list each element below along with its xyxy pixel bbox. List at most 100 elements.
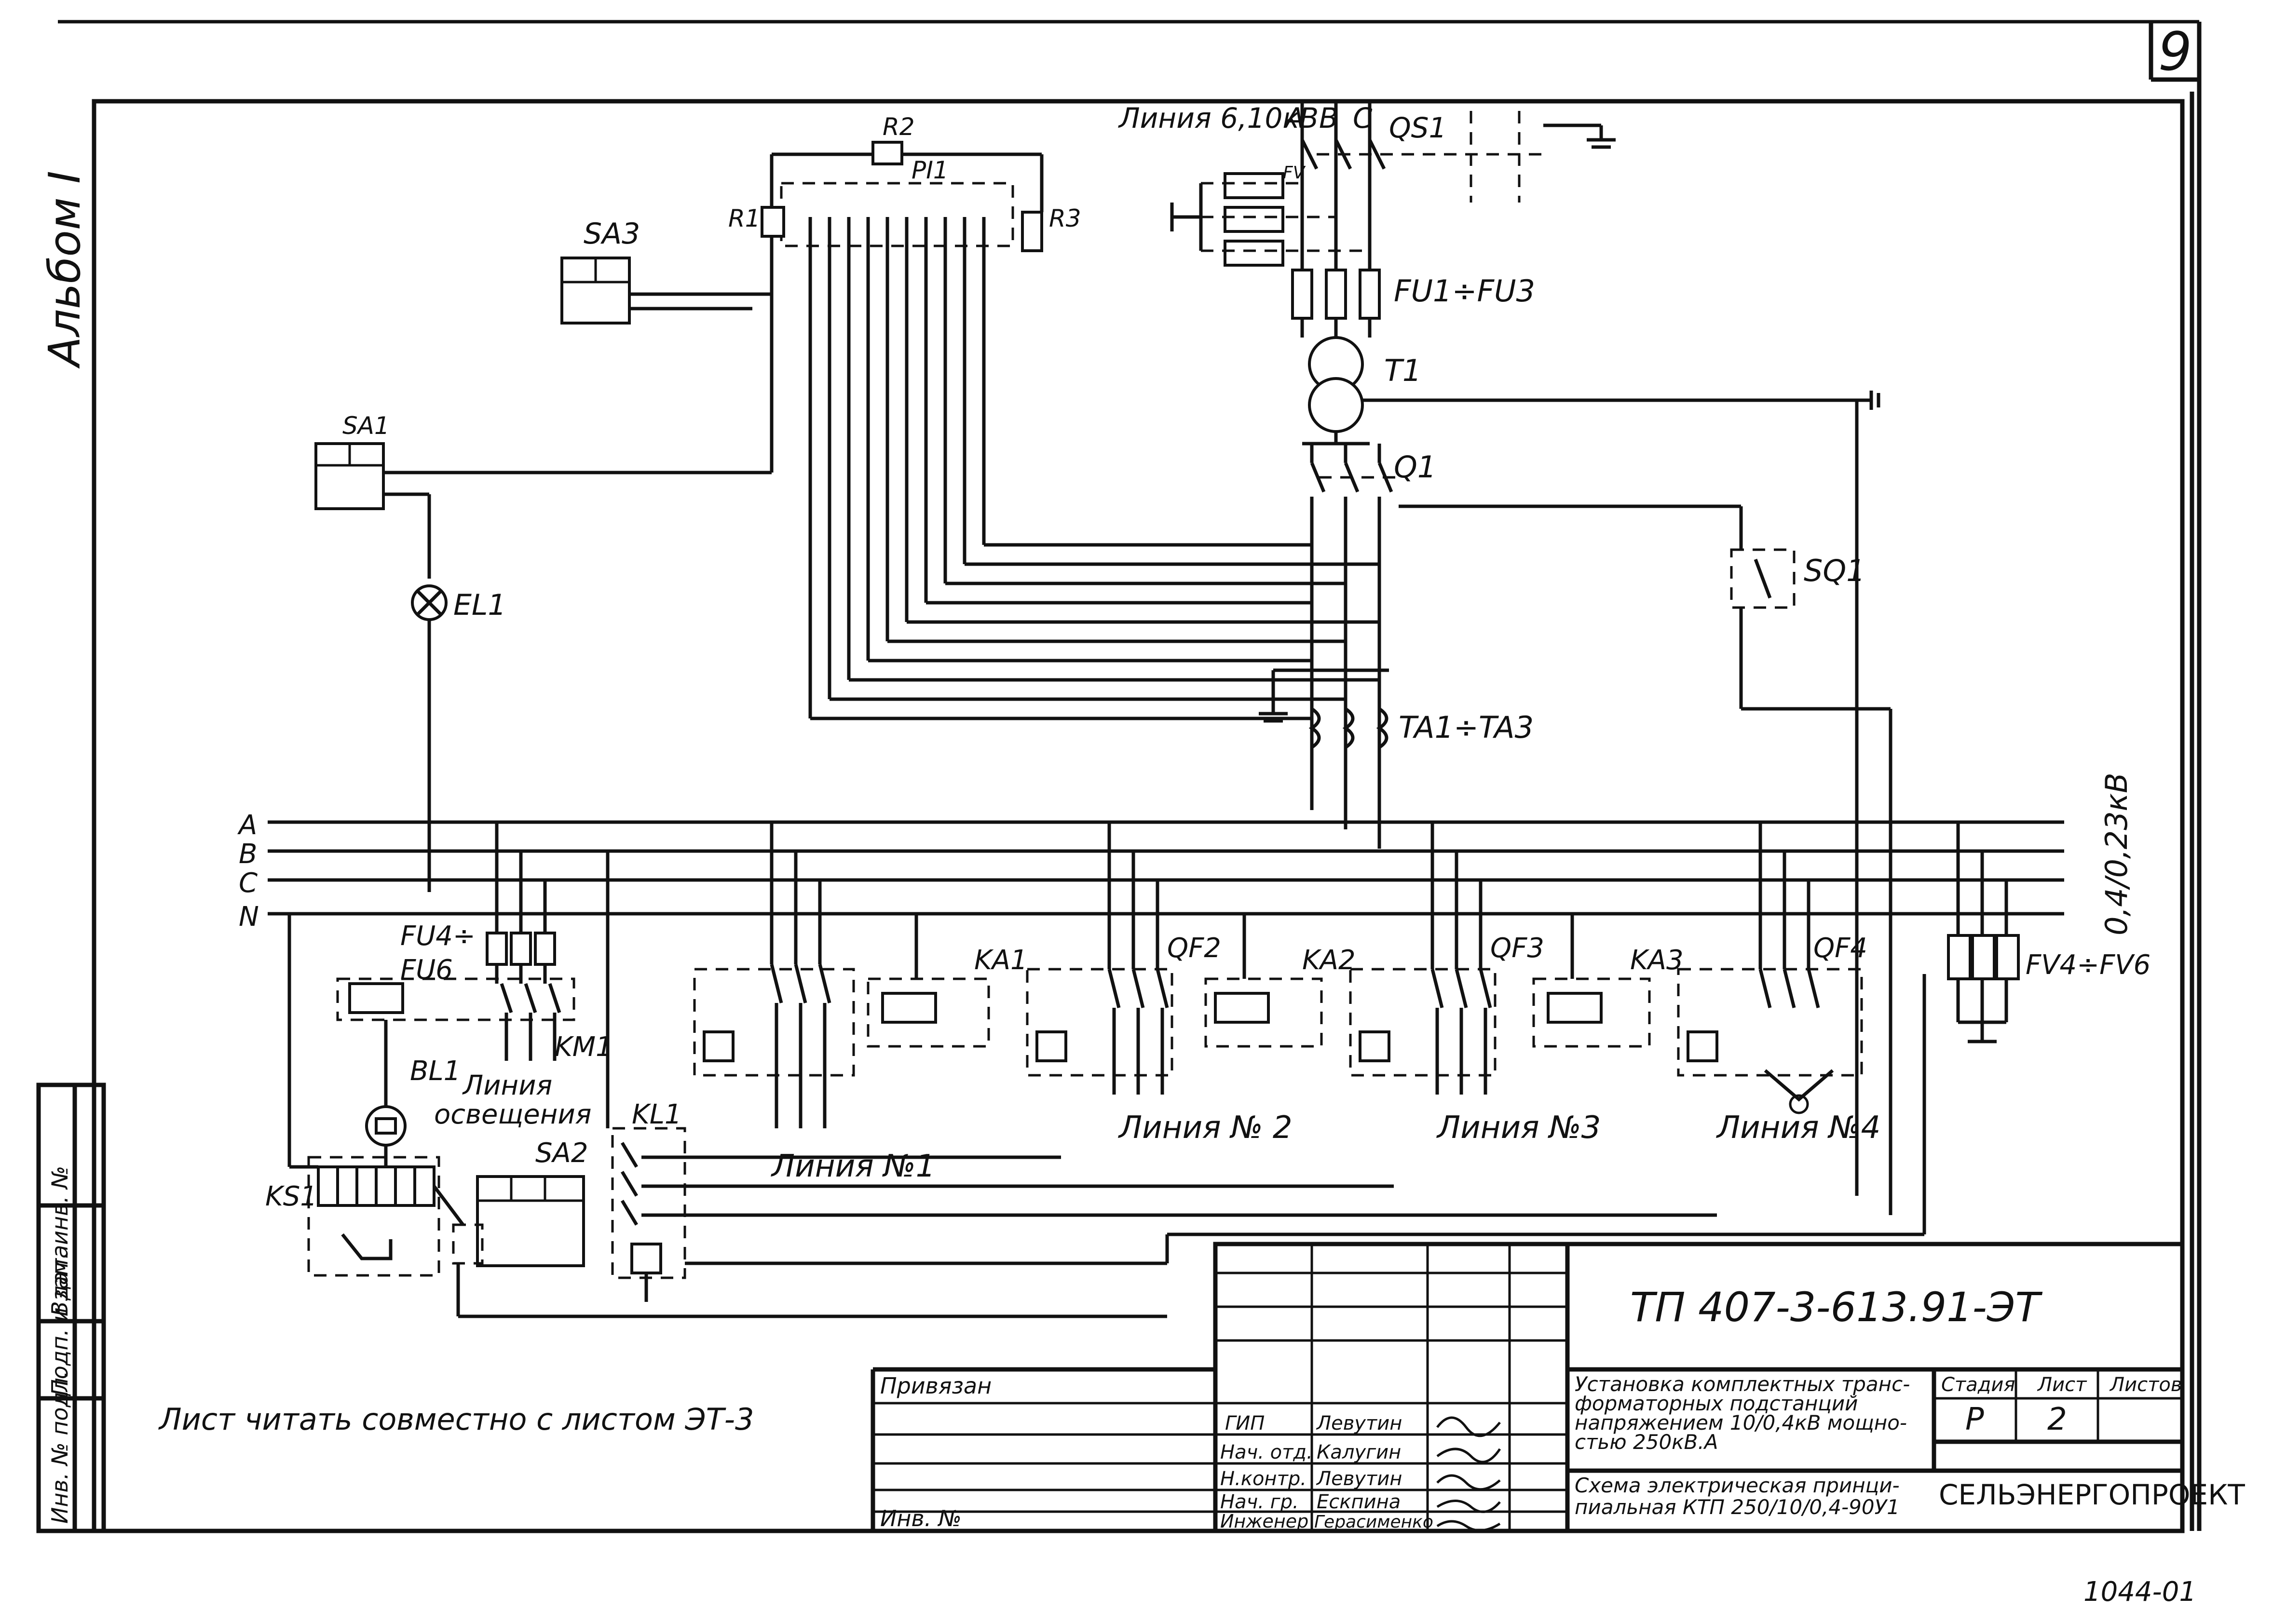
control-wiring-bottom	[685, 974, 1926, 1265]
name-gip: Левутин	[1316, 1412, 1402, 1435]
role-inzhener: Инженер	[1220, 1511, 1308, 1532]
line4-label: Линия №4	[1716, 1110, 1880, 1146]
q1-label: Q1	[1394, 449, 1436, 485]
t1-label: T1	[1384, 353, 1421, 388]
ks1-label: KS1	[265, 1181, 317, 1212]
stage-value: Р	[1965, 1402, 1984, 1437]
current-transformers	[1259, 668, 1389, 749]
sheet-number-value: 2	[2047, 1402, 2067, 1437]
sa1-switch-block	[314, 442, 431, 579]
sa3-label: SA3	[584, 217, 640, 251]
bus-b-label: B	[239, 839, 257, 870]
r3-label: R3	[1049, 204, 1081, 232]
r2-label: R2	[883, 113, 915, 141]
fu6-label: FU6	[400, 954, 453, 986]
sa1-label: SA1	[342, 412, 390, 440]
lighting-feeder	[287, 822, 575, 1169]
stamp-code: 1044-01	[2083, 1576, 2196, 1608]
sq1-switch-symbol	[1399, 400, 1892, 1215]
role-nach-otd: Нач. отд.	[1220, 1441, 1313, 1463]
qs1-label: QS1	[1389, 111, 1446, 144]
ka1-label: KA1	[974, 945, 1028, 976]
lighting-line-label-1: Линия	[462, 1070, 552, 1101]
relay-ks1-block	[307, 1156, 440, 1277]
bus-n-label: N	[239, 901, 259, 933]
feeder-line-3	[1349, 822, 1651, 1095]
note-line: Лист читать совместно с листом ЭТ-3	[158, 1402, 754, 1437]
sa2-switch-block	[433, 1175, 585, 1316]
bus-c-label: C	[239, 867, 258, 899]
fu4-label: FU4÷	[400, 920, 476, 952]
signatures	[1436, 1416, 1501, 1532]
sq1-label: SQ1	[1804, 553, 1865, 588]
project-title-line-3: напряжением 10/0,4кВ мощно-	[1575, 1411, 1907, 1435]
bl1-label: BL1	[410, 1056, 461, 1087]
qs1-disconnector-symbol	[1300, 111, 1616, 203]
line2-label: Линия № 2	[1118, 1110, 1293, 1146]
sa3-switch-block	[560, 257, 772, 325]
album-label: Альбом I	[40, 171, 90, 369]
sheet-title-line-2: пиальная КТП 250/10/0,4-90У1	[1575, 1495, 1900, 1519]
pi1-meter-block	[761, 141, 1043, 252]
lamp-el1	[411, 584, 448, 892]
bus-a-label: A	[237, 810, 257, 841]
feeder-line-4	[1677, 822, 1863, 1114]
strip-inv-podl: Инв. № подл.	[47, 1371, 73, 1524]
lv-voltage-label: 0,4/0,23кВ	[2099, 772, 2134, 935]
name-nach-gr: Ескпина	[1317, 1491, 1401, 1513]
lv-busbars	[268, 820, 2064, 916]
page-number: 9	[2158, 21, 2192, 82]
km1-label: KM1	[555, 1031, 613, 1063]
pi1-label: PI1	[912, 156, 949, 184]
inv-no-label: Инв. №	[880, 1505, 962, 1531]
fv-upper-label: FV	[1283, 163, 1306, 183]
relay-kl1-block	[458, 851, 1717, 1318]
lv-surge-arresters	[1947, 822, 2020, 1043]
title-block-grid	[871, 1242, 2185, 1533]
feeder-line-2	[1026, 822, 1323, 1095]
feeder-line-1	[693, 822, 990, 1128]
hv-surge-arresters	[1170, 172, 1370, 267]
role-gip: ГИП	[1225, 1412, 1265, 1435]
main-breaker-q1	[1310, 444, 1399, 849]
stage-header: Стадия	[1941, 1374, 2015, 1396]
sheets-header: Листов	[2109, 1374, 2182, 1396]
name-inzhener: Герасименко	[1314, 1512, 1433, 1532]
project-title-line-4: стью 250кВ.А	[1575, 1430, 1718, 1454]
strip-vzam-inv: Взам. инв. №	[47, 1166, 73, 1316]
qf2-label: QF2	[1167, 933, 1221, 964]
role-n-kontr: Н.контр.	[1220, 1468, 1307, 1490]
kl1-label: KL1	[632, 1099, 682, 1130]
transformer-t1-symbol	[1302, 336, 1880, 446]
hv-line-label: Линия 6,10кВ	[1118, 102, 1319, 135]
r1-label: R1	[728, 204, 761, 232]
lighting-line-label-2: освещения	[434, 1099, 591, 1130]
qf4-label: QF4	[1813, 933, 1867, 964]
ka2-label: KA2	[1302, 945, 1356, 976]
left-stamp-strip	[36, 1083, 106, 1533]
organization-name: СЕЛЬЭНЕРГОПРОЕКТ	[1939, 1478, 2245, 1511]
drawing-frame	[58, 20, 2202, 1533]
el1-label: EL1	[453, 588, 506, 622]
sheet-header: Лист	[2037, 1374, 2087, 1396]
ct-label: TA1÷TA3	[1399, 710, 1534, 745]
sa2-label: SA2	[535, 1137, 588, 1169]
name-n-kontr: Левутин	[1316, 1468, 1402, 1490]
project-title-line-2: форматорных подстанций	[1575, 1392, 1858, 1415]
fu-hv-label: FU1÷FU3	[1394, 273, 1535, 309]
project-title-line-1: Установка комплектных транс-	[1575, 1372, 1910, 1396]
doc-code: ТП 407-3-613.91-ЭТ	[1630, 1284, 2042, 1331]
line3-label: Линия №3	[1436, 1110, 1601, 1146]
privyazan-label: Привязан	[880, 1373, 992, 1399]
fv-lv-label: FV4÷FV6	[2026, 949, 2151, 981]
strip-podp-data: Подп. и дата	[47, 1245, 73, 1396]
role-nach-gr: Нач. гр.	[1220, 1491, 1299, 1513]
qf3-label: QF3	[1490, 933, 1544, 964]
ka3-label: KA3	[1630, 945, 1684, 976]
hv-phase-conductors	[1300, 101, 1372, 338]
photo-sensor-bl1	[365, 1020, 407, 1167]
metering-wires	[429, 152, 1379, 720]
hv-fuses	[1291, 269, 1381, 320]
name-nach-otd: Калугин	[1317, 1441, 1401, 1463]
